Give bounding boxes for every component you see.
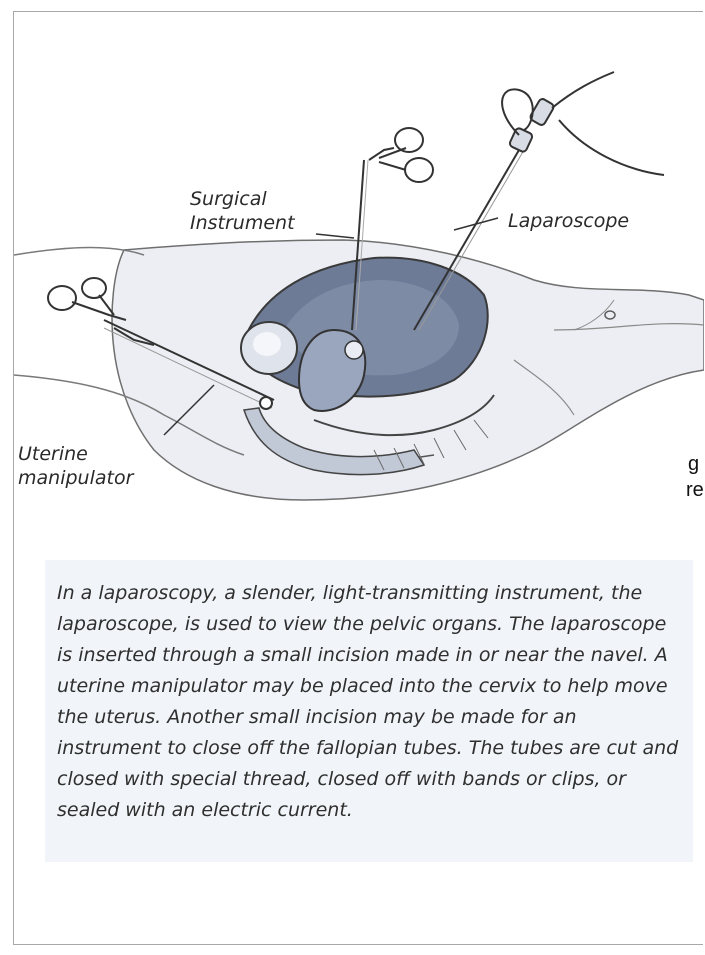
clipped-text-1: g — [688, 452, 699, 476]
label-uterine-line1: Uterine — [18, 442, 133, 466]
clipped-text-2: re — [686, 478, 704, 502]
label-uterine-line2: manipulator — [18, 466, 133, 490]
label-surgical-line2: Instrument — [190, 211, 295, 235]
caption-box: In a laparoscopy, a slender, light-trans… — [45, 560, 693, 862]
caption-text: In a laparoscopy, a slender, light-trans… — [57, 578, 683, 826]
label-uterine-manipulator: Uterine manipulator — [18, 442, 133, 490]
label-laparoscope: Laparoscope — [508, 209, 629, 233]
label-surgical-instrument: Surgical Instrument — [190, 187, 295, 235]
label-surgical-line1: Surgical — [190, 187, 295, 211]
